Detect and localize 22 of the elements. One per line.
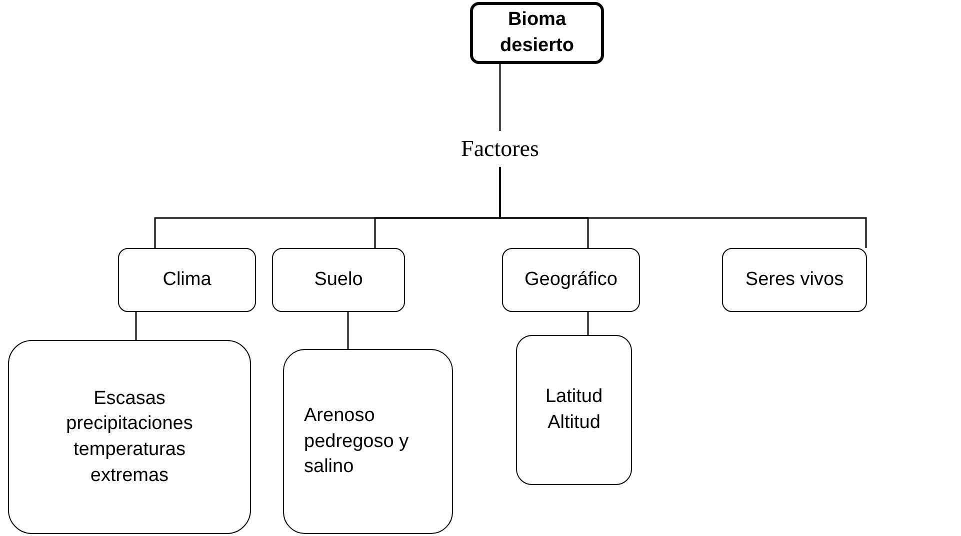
box-text: Latitud Altitud <box>544 385 604 435</box>
box-text: Escasas precipitaciones temperaturas extremas <box>65 386 194 488</box>
box-text: Clima <box>162 268 212 292</box>
root-box <box>470 2 604 64</box>
category-box <box>516 335 632 485</box>
box-text: Geográfico <box>524 268 618 292</box>
connector-line <box>499 64 501 131</box>
category-box <box>118 248 256 312</box>
branch-label: Factores <box>440 131 560 167</box>
box-text: Suelo <box>314 268 363 292</box>
category-box <box>8 340 251 534</box>
box-text: Seres vivos <box>745 268 844 292</box>
category-box <box>502 248 640 312</box>
connector-line <box>587 312 589 335</box>
category-box <box>283 349 453 534</box>
connector-line <box>135 312 137 340</box>
category-box <box>722 248 867 312</box>
connector-line <box>499 167 867 248</box>
box-text: Bioma desierto <box>499 8 575 58</box>
connector-line <box>347 312 349 349</box>
category-box <box>272 248 405 312</box>
box-text: Arenoso pedregoso y salino <box>304 404 410 480</box>
